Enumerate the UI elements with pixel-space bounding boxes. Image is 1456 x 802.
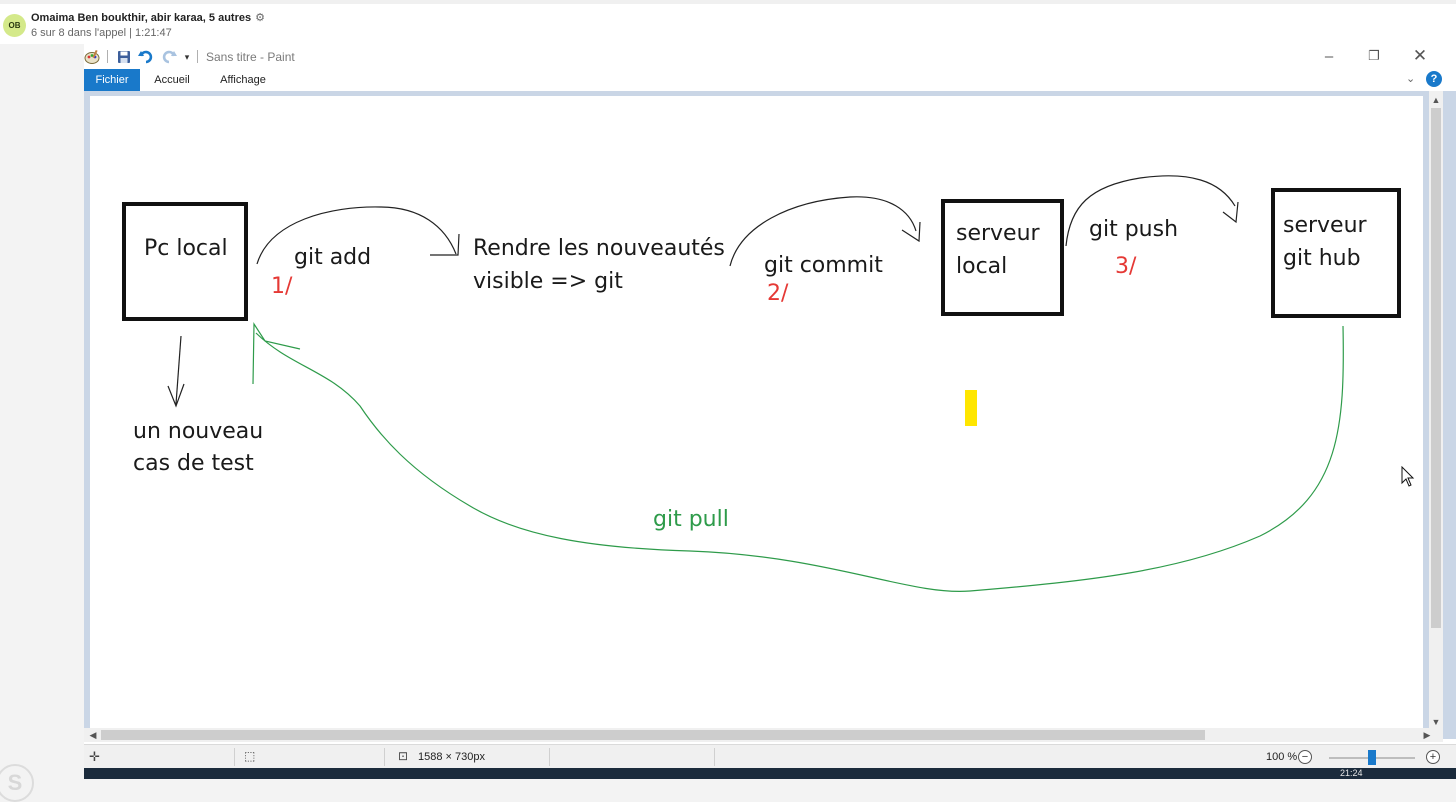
yellow-mark: [965, 390, 977, 426]
arrow-git-pull-head: [252, 322, 301, 385]
tab-fichier[interactable]: Fichier: [84, 69, 140, 91]
scroll-right-icon[interactable]: ▶: [1423, 729, 1431, 740]
quick-access-toolbar: ▾ Sans titre - Paint – ❐ ✕: [84, 44, 1456, 69]
close-button[interactable]: ✕: [1412, 46, 1428, 65]
settings-icon[interactable]: ⚙: [255, 12, 265, 24]
label-nouveau-line1: un nouveau: [133, 419, 264, 444]
arrow-down: [175, 335, 182, 405]
participants-label: Omaima Ben boukthir, abir karaa, 5 autre…: [31, 12, 252, 24]
paint-window: ▾ Sans titre - Paint – ❐ ✕ Fichier Accue…: [84, 44, 1456, 769]
expand-ribbon-icon[interactable]: ⌄: [1406, 73, 1416, 85]
arrow-down-head: [167, 383, 185, 408]
call-status: 6 sur 8 dans l'appel | 1:21:47: [31, 27, 172, 39]
status-separator: [384, 748, 385, 766]
drawing-strokes: [122, 175, 1401, 593]
box-serveur-local: [941, 199, 1064, 316]
arrow-git-add: [256, 206, 457, 265]
label-serveur-local-line1: serveur: [956, 221, 1040, 246]
skype-logo-icon: S: [0, 764, 34, 802]
label-git-add: git add: [294, 245, 372, 270]
label-step-2: 2/: [767, 281, 789, 306]
window-title: Sans titre - Paint: [206, 50, 295, 64]
zoom-out-button[interactable]: −: [1298, 750, 1312, 764]
label-git-pull: git pull: [653, 507, 729, 532]
horizontal-scroll-thumb[interactable]: [101, 730, 1205, 740]
vertical-scroll-thumb[interactable]: [1431, 108, 1441, 628]
status-separator: [714, 748, 715, 766]
scroll-up-icon[interactable]: ▲: [1431, 95, 1441, 105]
horizontal-scrollbar[interactable]: ◀ ▶: [84, 728, 1443, 742]
redo-icon[interactable]: [160, 49, 178, 65]
arrow-git-commit: [729, 196, 917, 267]
call-header: OB Omaima Ben boukthir, abir karaa, 5 au…: [0, 0, 1456, 44]
paint-app-icon[interactable]: [84, 49, 100, 65]
zoom-slider-thumb[interactable]: [1368, 750, 1376, 765]
label-rendre-line1: Rendre les nouveautés: [473, 236, 725, 261]
arrow-git-push: [1065, 175, 1236, 247]
restore-button[interactable]: ❐: [1368, 48, 1380, 63]
box-pc-local: [122, 202, 248, 321]
help-icon[interactable]: ?: [1426, 71, 1442, 87]
scroll-down-icon[interactable]: ▼: [1431, 717, 1441, 727]
status-bar: ✛ ⬚ ⊡ 1588 × 730px 100 % − +: [84, 744, 1456, 769]
label-git-commit: git commit: [764, 253, 883, 278]
zoom-level: 100 %: [1266, 751, 1298, 763]
qat-separator: [107, 50, 108, 63]
workspace: Pc local git add 1/ Rendre les nouveauté…: [84, 91, 1456, 739]
selection-size-icon: ⬚: [244, 749, 256, 763]
mouse-pointer-icon: [1401, 466, 1415, 487]
minimize-button[interactable]: –: [1324, 47, 1334, 65]
canvas-size-icon: ⊡: [398, 749, 409, 763]
label-serveur-local-line2: local: [956, 254, 1008, 279]
ribbon-tabs: Fichier Accueil Affichage: [84, 69, 1456, 91]
top-divider: [0, 0, 1456, 4]
label-step-1: 1/: [271, 274, 293, 299]
customize-toolbar-icon[interactable]: ▾: [184, 51, 190, 62]
vertical-scrollbar[interactable]: ▲ ▼: [1429, 91, 1443, 734]
label-nouveau-line2: cas de test: [133, 451, 254, 476]
save-icon[interactable]: [116, 49, 132, 65]
qat-separator: [197, 50, 198, 63]
arrow-git-commit-head: [901, 221, 921, 243]
canvas-dimensions: 1588 × 730px: [418, 751, 485, 763]
cursor-position-icon: ✛: [89, 749, 100, 764]
label-step-3: 3/: [1115, 254, 1137, 279]
label-git-push: git push: [1089, 217, 1179, 242]
arrow-git-add-head: [430, 233, 460, 256]
label-pc-local: Pc local: [144, 236, 228, 261]
label-serveur-hub-line1: serveur: [1283, 213, 1367, 238]
taskbar-clock: 21:24: [1340, 768, 1363, 778]
undo-icon[interactable]: [137, 49, 155, 65]
status-separator: [549, 748, 550, 766]
scroll-left-icon[interactable]: ◀: [89, 729, 97, 740]
taskbar: 21:24: [84, 768, 1456, 779]
zoom-in-button[interactable]: +: [1426, 750, 1440, 764]
tab-accueil[interactable]: Accueil: [154, 74, 190, 86]
label-serveur-hub-line2: git hub: [1283, 246, 1361, 271]
left-panel: S: [0, 44, 84, 802]
drawing-canvas[interactable]: Pc local git add 1/ Rendre les nouveauté…: [90, 96, 1423, 733]
status-separator: [234, 748, 235, 766]
box-serveur-github: [1271, 188, 1401, 318]
call-participants: Omaima Ben boukthir, abir karaa, 5 autre…: [31, 11, 265, 24]
arrow-git-pull: [255, 325, 1344, 593]
arrow-git-push-head: [1222, 201, 1239, 224]
label-rendre-line2: visible => git: [473, 269, 623, 294]
avatar[interactable]: OB: [3, 14, 26, 37]
tab-affichage[interactable]: Affichage: [220, 74, 266, 86]
